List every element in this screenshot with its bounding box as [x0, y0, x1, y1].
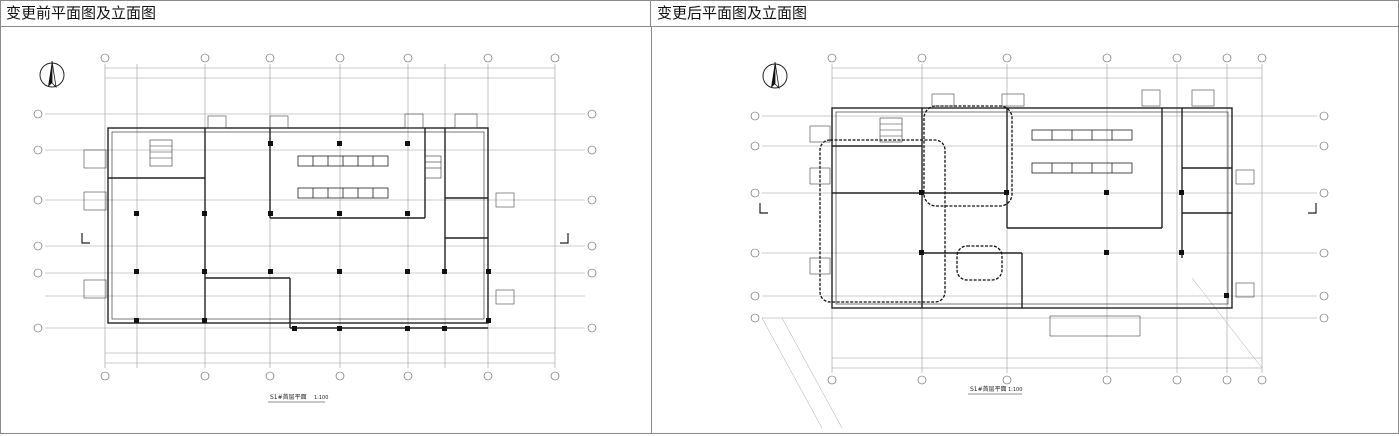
equipment-rows — [1031, 129, 1133, 174]
header-after: 变更后平面图及立面图 — [651, 0, 1399, 27]
header-before: 变更前平面图及立面图 — [0, 0, 651, 27]
stair — [879, 117, 903, 143]
stair — [149, 139, 442, 179]
north-arrow-icon — [762, 61, 788, 90]
structural-columns — [134, 141, 491, 331]
structural-columns — [919, 190, 1229, 298]
drawing-scale-before: 1:100 — [314, 395, 328, 401]
floor-plan-after: S1#首层平面 1:100 — [750, 53, 1329, 429]
plan-after-panel: S1#首层平面 1:100 — [652, 28, 1399, 432]
panel-divider — [651, 27, 652, 434]
drawing-scale-after: 1:100 — [1008, 387, 1022, 393]
drawing-title-before: S1#首层平面 — [270, 393, 307, 401]
floor-plan-before: S1#首层平面 1:100 — [33, 53, 597, 403]
plan-before-panel: S1#首层平面 1:100 — [0, 28, 651, 432]
equipment-rows — [297, 155, 389, 199]
drawing-title-after: S1#首层平面 — [970, 385, 1007, 393]
revision-cloud — [819, 105, 1013, 303]
north-arrow-icon — [39, 60, 65, 89]
